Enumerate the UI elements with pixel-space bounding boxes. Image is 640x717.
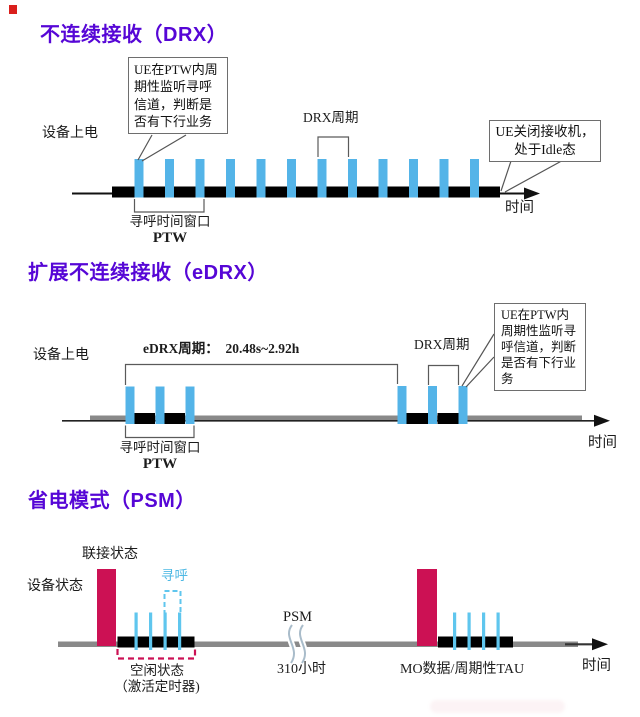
drx-time-label: 时间 xyxy=(505,200,534,216)
psm-connected-bar-1 xyxy=(97,569,116,646)
edrx-drx-cycle-label: DRX周期 xyxy=(414,337,470,352)
psm-time-label: 时间 xyxy=(582,658,611,674)
psm-idle-label: 空闲状态 xyxy=(130,663,184,678)
drx-timeline xyxy=(72,134,568,213)
drx-section-title: 不连续接收（DRX） xyxy=(40,24,228,46)
drx-cycle-bracket xyxy=(317,136,350,157)
drx-ptw-abbr: PTW xyxy=(152,230,188,246)
drx-ptw-window-label: 寻呼时间窗口 xyxy=(129,214,211,229)
drx-idle-callout-line2: 处于Idle态 xyxy=(514,141,576,157)
psm-label: PSM xyxy=(283,609,313,625)
drx-monitor-callout: UE在PTW内周期性监听寻呼信道，判断是否有下行业务 xyxy=(128,57,228,135)
faint-watermark xyxy=(430,700,565,713)
psm-connected-label: 联接状态 xyxy=(82,547,138,562)
drx-cycle-label: DRX周期 xyxy=(303,110,359,125)
edrx-monitor-callout: UE在PTW内周期性监听寻呼信道，判断是否有下行业务 xyxy=(494,303,586,391)
edrx-time-label: 时间 xyxy=(588,435,617,451)
drx-axis-arrowhead xyxy=(524,187,540,200)
psm-paging-bracket xyxy=(163,590,182,615)
drx-monitor-callout-pointer xyxy=(137,134,187,162)
edrx-drx-cycle-bracket xyxy=(427,364,460,385)
edrx-section-title: 扩展不连续接收（eDRX） xyxy=(28,262,268,284)
drx-idle-callout-line1: UE关闭接收机， xyxy=(495,124,595,139)
psm-paging-label: 寻呼 xyxy=(161,568,188,583)
edrx-axis-arrowhead xyxy=(594,414,610,427)
drx-active-bar xyxy=(112,186,500,198)
psm-paging-bars-2 xyxy=(453,612,500,650)
drx-paging-bars xyxy=(134,159,479,198)
psm-device-state-label: 设备状态 xyxy=(27,579,83,594)
psm-timeline xyxy=(58,569,608,665)
edrx-ptw-bracket xyxy=(124,425,195,439)
edrx-monitor-callout-pointer xyxy=(461,333,495,388)
psm-mo-label: MO数据/周期性TAU xyxy=(400,662,525,677)
edrx-paging-bars xyxy=(125,386,468,424)
edrx-ptw-window-label: 寻呼时间窗口 xyxy=(119,440,201,455)
psm-idle-bracket xyxy=(116,649,197,660)
psm-idle-segment-2 xyxy=(438,636,513,648)
edrx-cycle-bracket xyxy=(124,363,399,385)
edrx-device-power-label: 设备上电 xyxy=(33,348,89,363)
psm-section-title: 省电模式（PSM） xyxy=(28,490,196,512)
edrx-cycle-label: eDRX周期： 20.48s~2.92h xyxy=(143,341,300,356)
edrx-active-segments xyxy=(134,413,459,424)
drx-device-power-label: 设备上电 xyxy=(42,126,98,141)
psm-connected-bar-2 xyxy=(417,569,437,646)
psm-paging-bars-1 xyxy=(134,612,182,650)
drx-idle-callout: UE关闭接收机， 处于Idle态 xyxy=(489,120,601,162)
psm-idle-segment-1 xyxy=(117,636,195,648)
drx-idle-callout-pointer xyxy=(500,157,568,193)
corner-red-square xyxy=(9,5,17,14)
edrx-ptw-abbr: PTW xyxy=(142,456,178,472)
psm-idle-sub-label: （激活定时器) xyxy=(114,679,200,694)
psm-axis-gray xyxy=(58,641,578,647)
psm-axis-arrowhead xyxy=(592,638,608,651)
psm-time-break-mark xyxy=(286,623,308,665)
edrx-axis-gray xyxy=(90,415,582,421)
drx-ptw-bracket xyxy=(133,199,205,213)
psm-duration-label: 310小时 xyxy=(277,662,326,677)
edrx-timeline xyxy=(62,333,610,439)
